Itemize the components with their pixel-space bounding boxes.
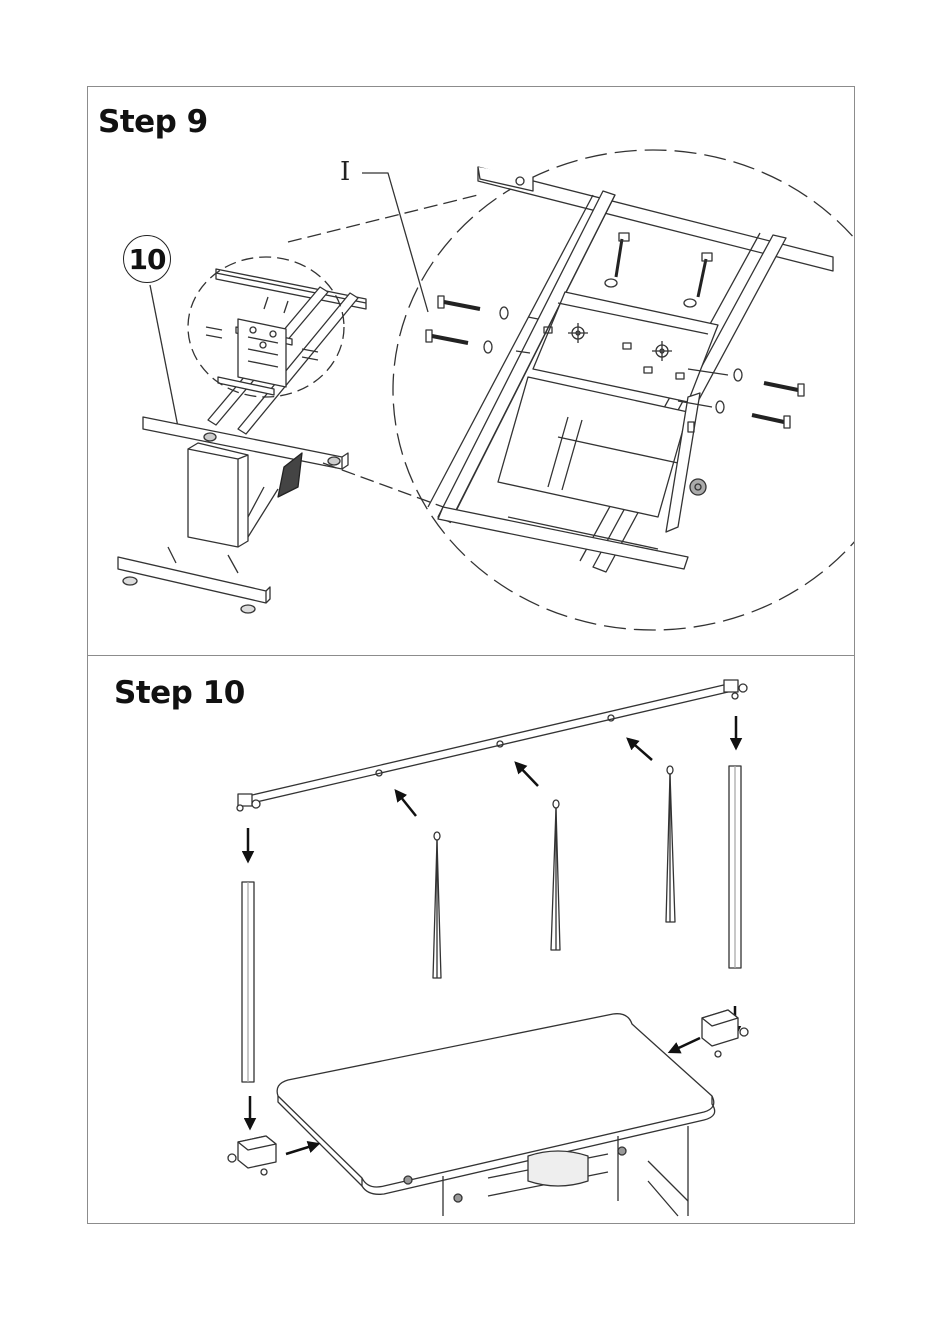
frame-overview <box>118 269 366 613</box>
arrow-icon <box>396 791 416 816</box>
callout-leader-line <box>150 285 178 427</box>
arrow-icon <box>286 1144 318 1154</box>
step-9-illustration <box>88 87 854 655</box>
arrow-icon <box>670 1038 700 1052</box>
hanging-loop-1 <box>433 832 441 978</box>
zoom-detail <box>426 167 833 572</box>
hanging-loop-2 <box>551 800 560 950</box>
step-10-panel: Step 10 <box>87 655 855 1224</box>
part-label-i: I <box>340 157 350 187</box>
zoom-connector-top <box>288 195 478 242</box>
bolt-icon <box>734 369 804 396</box>
knob-icon <box>724 680 747 699</box>
bolt-icon <box>605 233 629 287</box>
step-10-illustration <box>88 656 854 1223</box>
arrow-icon <box>516 763 538 786</box>
arrow-icon <box>628 739 652 760</box>
clamp-icon <box>702 1010 748 1057</box>
hanging-loop-3 <box>666 766 675 922</box>
detail-circle-large <box>393 150 854 630</box>
clamp-icon <box>228 1136 276 1175</box>
step-9-panel: Step 9 <box>87 86 855 656</box>
part-callout-10: 10 <box>123 235 171 283</box>
bolt-icon <box>684 253 712 307</box>
bolt-icon <box>426 330 530 353</box>
table-top <box>277 1014 715 1216</box>
part-label-leader <box>362 173 428 312</box>
bolt-icon <box>716 401 790 428</box>
bolt-icon <box>438 296 538 319</box>
